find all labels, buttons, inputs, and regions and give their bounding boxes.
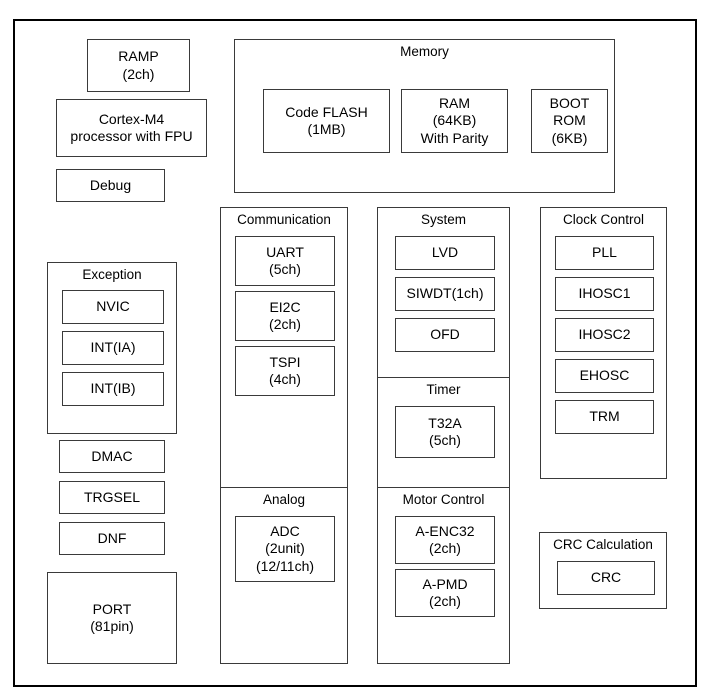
block-tspi: TSPI (4ch) <box>235 346 335 396</box>
group-system: System LVD SIWDT(1ch) OFD <box>377 207 510 389</box>
block-a-enc32-line2: (2ch) <box>429 540 461 556</box>
group-crc-calculation: CRC Calculation CRC <box>539 532 667 609</box>
group-memory-title: Memory <box>400 44 449 59</box>
group-clock-control: Clock Control PLL IHOSC1 IHOSC2 EHOSC TR… <box>540 207 667 479</box>
block-ram: RAM (64KB) With Parity <box>401 89 508 153</box>
block-ram-line2: (64KB) <box>432 112 477 129</box>
block-trgsel: TRGSEL <box>59 481 165 514</box>
block-port: PORT (81pin) <box>47 572 177 664</box>
group-exception-title: Exception <box>82 267 142 282</box>
block-crc-label: CRC <box>590 569 622 586</box>
group-exception: Exception NVIC INT(IA) INT(IB) <box>47 262 177 434</box>
block-adc: ADC (2unit) (12/11ch) <box>235 516 335 582</box>
block-boot-rom-line3: (6KB) <box>551 129 588 146</box>
block-nvic: NVIC <box>62 290 164 324</box>
block-uart: UART (5ch) <box>235 236 335 286</box>
block-code-flash-line1: Code FLASH <box>285 103 368 120</box>
block-ramp: RAMP (2ch) <box>87 39 190 92</box>
group-timer: Timer T32A (5ch) <box>377 377 510 492</box>
block-ihosc1: IHOSC1 <box>555 277 654 311</box>
block-cortex-m4-line1: Cortex-M4 <box>98 110 165 127</box>
block-a-enc32-line1: A-ENC32 <box>415 522 475 539</box>
block-nvic-label: NVIC <box>96 298 130 315</box>
block-ehosc: EHOSC <box>555 359 654 393</box>
block-dnf-label: DNF <box>97 529 127 546</box>
block-dmac: DMAC <box>59 440 165 473</box>
group-analog: Analog ADC (2unit) (12/11ch) <box>220 487 348 664</box>
block-ihosc1-label: IHOSC1 <box>578 285 631 302</box>
group-communication-title: Communication <box>237 212 331 227</box>
group-system-title: System <box>420 212 466 227</box>
block-crc: CRC <box>557 561 655 595</box>
block-dnf: DNF <box>59 522 165 555</box>
group-motor-control: Motor Control A-ENC32 (2ch) A-PMD (2ch) <box>377 487 510 664</box>
block-uart-line2: (5ch) <box>269 261 301 277</box>
block-lvd: LVD <box>395 236 495 270</box>
block-ofd: OFD <box>395 318 495 352</box>
block-ram-line3: With Parity <box>420 129 489 146</box>
group-timer-title: Timer <box>426 382 461 397</box>
block-int-ia: INT(IA) <box>62 331 164 365</box>
block-tspi-line2: (4ch) <box>269 371 301 387</box>
block-ramp-line1: RAMP <box>118 48 159 65</box>
block-code-flash: Code FLASH (1MB) <box>263 89 390 153</box>
block-dmac-label: DMAC <box>91 447 133 464</box>
block-lvd-label: LVD <box>431 244 459 261</box>
block-boot-rom-line2: ROM <box>553 112 586 129</box>
block-debug: Debug <box>56 169 165 202</box>
block-trgsel-label: TRGSEL <box>83 488 140 505</box>
block-ei2c: EI2C (2ch) <box>235 291 335 341</box>
block-ihosc2-label: IHOSC2 <box>578 326 631 343</box>
block-t32a: T32A (5ch) <box>395 406 495 458</box>
block-int-ib: INT(IB) <box>62 372 164 406</box>
block-port-line1: PORT <box>92 600 132 617</box>
block-cortex-m4: Cortex-M4 processor with FPU <box>56 99 207 157</box>
block-boot-rom: BOOT ROM (6KB) <box>531 89 608 153</box>
block-ofd-label: OFD <box>430 326 460 343</box>
block-a-pmd-line1: A-PMD <box>422 575 468 592</box>
block-boot-rom-line1: BOOT <box>549 95 590 112</box>
block-int-ib-label: INT(IB) <box>90 380 136 397</box>
block-debug-label: Debug <box>89 176 132 193</box>
group-memory: Memory Code FLASH (1MB) RAM (64KB) With … <box>234 39 615 193</box>
block-tspi-line1: TSPI <box>269 353 301 370</box>
block-a-enc32: A-ENC32 (2ch) <box>395 516 495 564</box>
block-ei2c-line2: (2ch) <box>269 316 301 332</box>
group-clock-control-title: Clock Control <box>562 212 645 227</box>
block-port-line2: (81pin) <box>90 618 134 634</box>
block-trm: TRM <box>555 400 654 434</box>
block-a-pmd: A-PMD (2ch) <box>395 569 495 617</box>
group-crc-calculation-title: CRC Calculation <box>553 537 653 552</box>
block-pll-label: PLL <box>592 244 617 261</box>
block-siwdt: SIWDT(1ch) <box>395 277 495 311</box>
block-t32a-line1: T32A <box>428 414 462 431</box>
block-adc-line3: (12/11ch) <box>255 557 315 574</box>
block-cortex-m4-line2: processor with FPU <box>70 128 193 144</box>
block-trm-label: TRM <box>589 408 620 425</box>
block-adc-line1: ADC <box>270 523 300 540</box>
block-pll: PLL <box>555 236 654 270</box>
block-siwdt-label: SIWDT(1ch) <box>406 285 484 302</box>
block-int-ia-label: INT(IA) <box>90 339 136 356</box>
block-ihosc2: IHOSC2 <box>555 318 654 352</box>
group-motor-control-title: Motor Control <box>402 492 485 507</box>
block-ehosc-label: EHOSC <box>579 367 630 384</box>
block-t32a-line2: (5ch) <box>429 432 461 448</box>
block-uart-line1: UART <box>266 243 304 260</box>
block-adc-line2: (2unit) <box>265 540 305 557</box>
block-a-pmd-line2: (2ch) <box>429 593 461 609</box>
group-communication: Communication UART (5ch) EI2C (2ch) TSPI… <box>220 207 348 492</box>
block-ram-line1: RAM <box>438 95 471 112</box>
chip-outer-frame: RAMP (2ch) Cortex-M4 processor with FPU … <box>13 19 697 687</box>
group-analog-title: Analog <box>262 492 306 507</box>
block-ramp-line2: (2ch) <box>122 65 155 82</box>
block-ei2c-line1: EI2C <box>269 298 301 315</box>
block-code-flash-line2: (1MB) <box>307 121 346 137</box>
